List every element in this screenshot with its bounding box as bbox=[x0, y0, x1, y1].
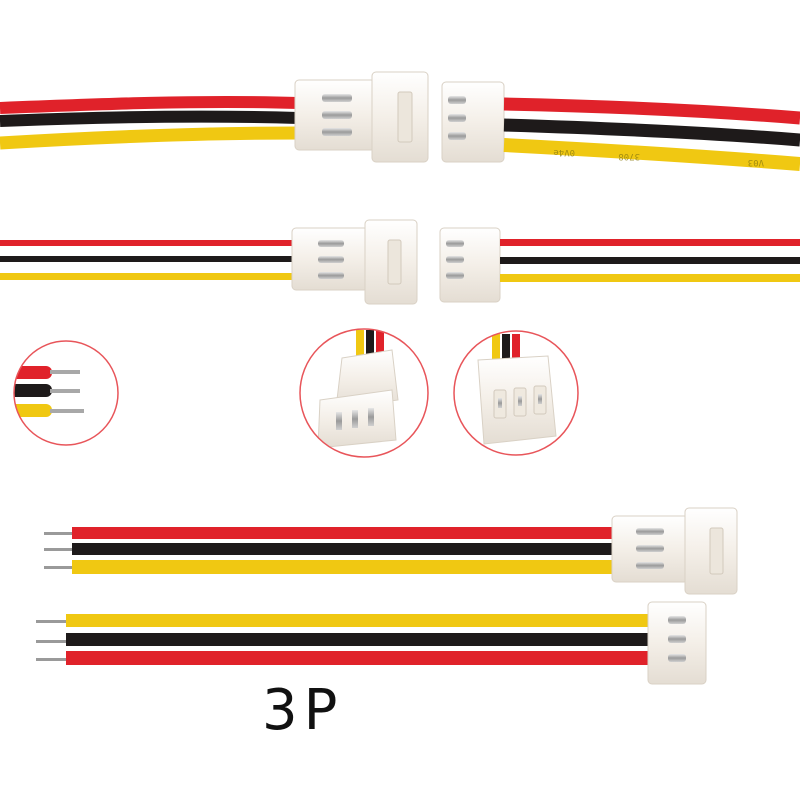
cable-pair-middle bbox=[0, 219, 800, 305]
black-wire bbox=[500, 257, 800, 264]
red-wire bbox=[503, 97, 800, 125]
female-housing bbox=[611, 507, 738, 595]
wire-print-3: V03 bbox=[748, 157, 764, 167]
red-wire bbox=[0, 240, 294, 246]
black-wire bbox=[503, 118, 800, 147]
cable-with-header bbox=[36, 601, 707, 685]
yellow-wire bbox=[503, 138, 800, 171]
red-wire bbox=[66, 651, 650, 665]
yellow-wire bbox=[72, 560, 614, 574]
male-header bbox=[647, 601, 707, 685]
male-header bbox=[439, 227, 501, 303]
male-header bbox=[441, 81, 505, 163]
black-wire bbox=[66, 633, 650, 646]
black-wire bbox=[0, 256, 294, 262]
cable-with-connector-pair bbox=[44, 507, 738, 595]
wire-print-2: 3708 bbox=[618, 151, 640, 161]
detail-circle-wire-ends bbox=[13, 340, 119, 446]
yellow-wire bbox=[66, 614, 650, 627]
red-wire bbox=[0, 95, 299, 114]
female-housing bbox=[291, 219, 418, 305]
cable-pair-top: 0V4e 3708 V03 bbox=[0, 71, 800, 171]
wire-print-1: 0V4e bbox=[553, 147, 575, 157]
pin-count-label: 3P bbox=[262, 678, 344, 743]
detail-circle-female-housing bbox=[299, 328, 429, 458]
detail-circle-male-header bbox=[453, 330, 579, 456]
black-wire bbox=[0, 110, 299, 127]
yellow-wire bbox=[0, 126, 299, 150]
red-wire bbox=[500, 239, 800, 246]
yellow-wire bbox=[500, 274, 800, 282]
red-wire bbox=[72, 527, 614, 539]
right-wire-bundle: 0V4e 3708 V03 bbox=[503, 97, 800, 171]
female-housing bbox=[294, 71, 429, 163]
left-wire-bundle bbox=[0, 95, 299, 150]
black-wire bbox=[72, 543, 614, 555]
yellow-wire bbox=[0, 273, 294, 280]
